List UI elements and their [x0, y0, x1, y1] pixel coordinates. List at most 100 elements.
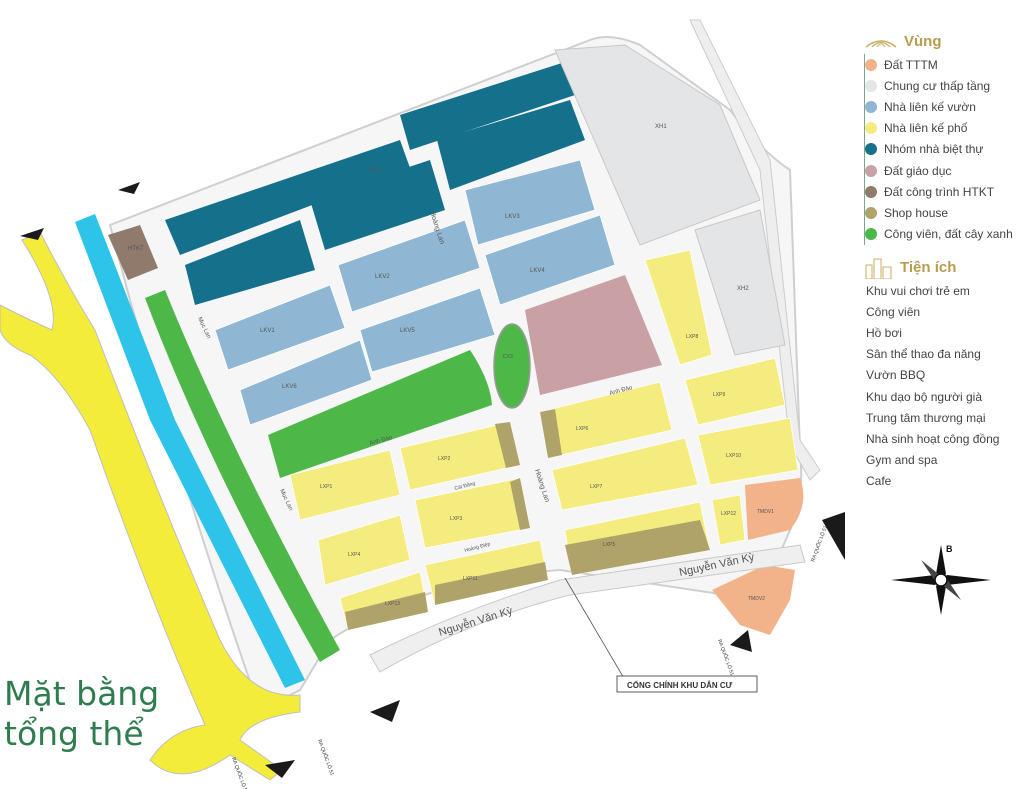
zone-item-apartment: Chung cư thấp tầng: [865, 75, 1024, 96]
zone-item-infrastructure: Đất công trình HTKT: [865, 181, 1024, 202]
zone-label: Nhóm nhà biệt thự: [884, 142, 984, 157]
zone-swatch: [865, 185, 877, 198]
label-lxp3: LXP3: [450, 516, 462, 522]
zone-label: Nhà liên kế phố: [884, 121, 968, 136]
page-title: Mặt bằng tổng thể: [4, 674, 159, 754]
shophouse-zone: [345, 409, 710, 630]
compass-north-label: B: [946, 544, 953, 554]
label-lkv3: LKV3: [505, 214, 520, 220]
canal: [75, 214, 305, 688]
garden-townhouse-zone: [214, 159, 616, 426]
amenity-item: Gym and spa: [866, 453, 938, 468]
zone-item-education: Đất giáo dục: [865, 160, 1024, 181]
label-lxp10: LXP10: [726, 453, 741, 459]
zone-swatch: [865, 164, 877, 177]
zones-title: Vùng: [904, 32, 942, 50]
highway: [0, 231, 301, 781]
lotus-logo-icon: [865, 40, 897, 48]
label-lxp5: LXP5: [603, 542, 615, 548]
park-strip-cx1: [145, 290, 340, 662]
amenity-item: Trung tâm thương mại: [866, 410, 986, 425]
legend-panel: Vùng Đất TTTM Chung cư thấp tầng Nhà liê…: [864, 28, 1024, 493]
zone-label: Đất TTTM: [884, 57, 938, 72]
zone-swatch: [865, 58, 877, 71]
amenity-item: Cafe: [866, 474, 892, 489]
oval-park-cx3: [493, 323, 531, 409]
label-lxp13: LXP13: [385, 601, 400, 607]
commercial-tmdv2: [712, 565, 795, 635]
label-cx3: CX3: [503, 354, 513, 360]
amenity-item: Sân thể thao đa năng: [866, 347, 981, 362]
zone-label: Đất công trình HTKT: [884, 184, 995, 199]
label-htkt: HTKT: [128, 246, 144, 252]
title-line-1: Mặt bằng: [4, 674, 160, 713]
zone-item-villa: Nhóm nhà biệt thự: [865, 139, 1024, 160]
central-park: [268, 350, 492, 478]
zone-label: Shop house: [884, 205, 949, 220]
amenity-list: Khu vui chơi trẻ em Công viên Hồ bơi Sân…: [864, 281, 1024, 493]
zone-item-park: Công viên, đất cây xanh: [865, 224, 1024, 245]
label-lkv5: LKV5: [400, 328, 415, 334]
amenities-header: Tiện ích: [864, 255, 1024, 281]
gate-label-box: [616, 675, 758, 693]
zone-swatch: [865, 228, 877, 241]
label-xh1: XH1: [655, 124, 667, 130]
label-lkv4: LKV4: [530, 268, 545, 274]
nguyen-van-ky-road: [369, 544, 806, 673]
commercial-tmdv1: [745, 478, 804, 540]
zone-swatch: [865, 79, 877, 92]
label-lkv2: LKV2: [375, 274, 390, 280]
label-tmdv1: TMDV1: [757, 509, 774, 515]
compass-icon: B: [891, 544, 991, 615]
label-bt1: BT1: [370, 168, 382, 174]
zone-item-street-townhouse: Nhà liên kế phố: [865, 118, 1024, 139]
amenity-item: Hồ bơi: [866, 326, 902, 341]
label-lxp4: LXP4: [348, 552, 360, 558]
amenity-item: Công viên: [866, 304, 921, 319]
city-buildings-icon: [865, 258, 892, 279]
zone-item-commercial: Đất TTTM: [865, 54, 1024, 75]
zones-header: Vùng: [864, 28, 1024, 54]
amenity-item: Nhà sinh hoạt công đồng: [866, 432, 1000, 446]
gate-leader-line: [564, 577, 626, 681]
zone-swatch: [865, 206, 877, 219]
zone-swatch: [865, 143, 877, 156]
apartment-xh1: [554, 44, 761, 246]
education-land: [525, 275, 662, 395]
zone-item-shophouse: Shop house: [865, 202, 1024, 223]
apartment-xh2: [694, 209, 786, 356]
amenity-item: Khu dạo bộ người già: [866, 389, 982, 404]
label-tmdv2: TMDV2: [748, 596, 765, 602]
amenity-item: Khu vui chơi trẻ em: [866, 283, 970, 298]
exit-label-4: RA QUỐC LỘ 51: [809, 524, 829, 562]
label-lxp1: LXP1: [320, 484, 332, 490]
label-lxp11: LXP11: [463, 576, 478, 582]
exit-label-1: RA QUỐC LỘ 51: [316, 738, 336, 776]
zone-swatch: [865, 100, 877, 113]
street-townhouse-zone: [289, 249, 799, 631]
title-line-2: tổng thể: [4, 714, 144, 753]
label-lxp2: LXP2: [438, 456, 450, 462]
amenity-item: Vườn BBQ: [866, 368, 926, 383]
label-lkv6: LKV6: [282, 384, 297, 390]
label-lkv1: LKV1: [260, 328, 275, 334]
zone-list: Đất TTTM Chung cư thấp tầng Nhà liên kế …: [864, 54, 1024, 245]
exit-arrows: [20, 182, 845, 778]
label-xh2: XH2: [737, 286, 749, 292]
label-lxp12: LXP12: [721, 511, 736, 517]
label-lxp6: LXP6: [576, 426, 588, 432]
zone-label: Chung cư thấp tầng: [884, 78, 991, 93]
zone-swatch: [865, 122, 877, 135]
gate-label: CỔNG CHÍNH KHU DÂN CƯ: [627, 681, 733, 690]
amenities-title: Tiện ích: [900, 259, 957, 277]
label-lxp9: LXP9: [713, 392, 725, 398]
block-htkt: [108, 225, 158, 280]
villa-zone: [165, 62, 585, 305]
label-lxp7: LXP7: [590, 484, 602, 490]
label-lxp8: LXP8: [686, 334, 698, 340]
zone-label: Công viên, đất cây xanh: [884, 227, 1013, 242]
zone-label: Đất giáo dục: [884, 163, 952, 178]
zone-label: Nhà liên kế vườn: [884, 99, 976, 114]
zone-item-garden-townhouse: Nhà liên kế vườn: [865, 96, 1024, 117]
